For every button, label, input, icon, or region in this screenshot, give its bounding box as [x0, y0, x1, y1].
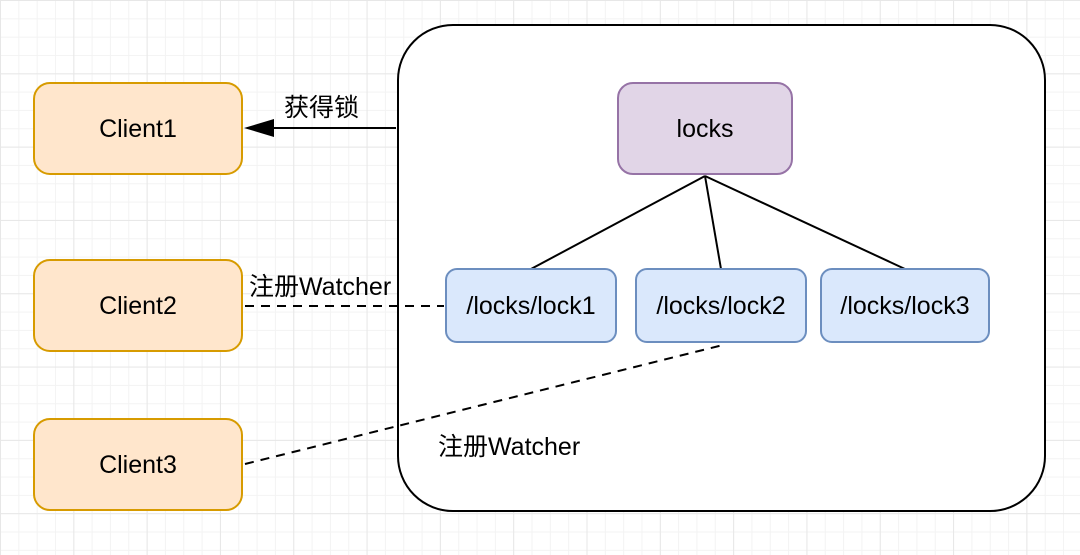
watcher-label-client3: 注册Watcher [438, 433, 581, 461]
client3-box: Client3 [33, 418, 243, 511]
lock3-node-box: /locks/lock3 [820, 268, 990, 343]
locks-root-box: locks [617, 82, 793, 175]
acquire-lock-label: 获得锁 [284, 94, 360, 122]
watcher-label-client2: 注册Watcher [249, 273, 392, 301]
lock1-node-box: /locks/lock1 [445, 268, 617, 343]
lock2-node-box: /locks/lock2 [635, 268, 807, 343]
client2-box: Client2 [33, 259, 243, 352]
client1-box: Client1 [33, 82, 243, 175]
acquire-lock-arrowhead-icon [244, 119, 274, 137]
